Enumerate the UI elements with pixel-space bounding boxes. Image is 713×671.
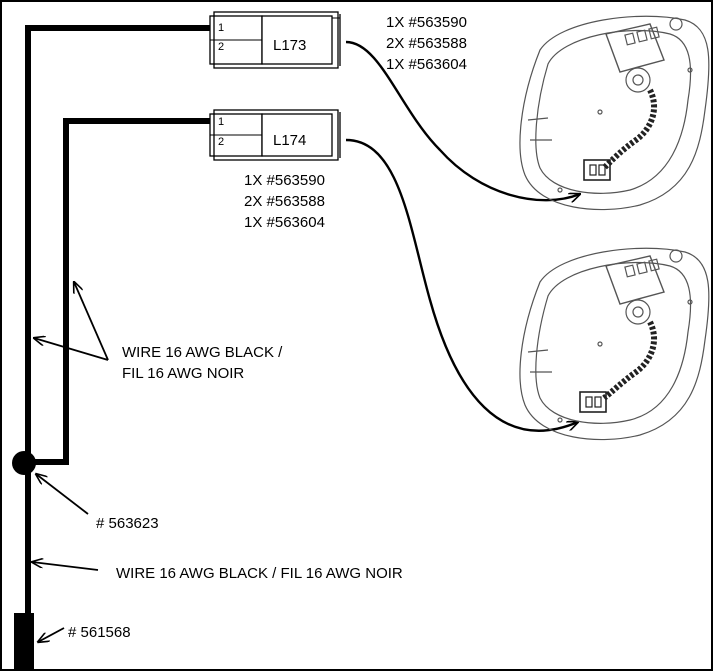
connector-l174: 1 2 L174	[209, 109, 341, 161]
splice-dot	[12, 451, 36, 475]
l173-pin2: 2	[218, 41, 224, 53]
parts-bottom-line2: 2X #563588	[244, 193, 325, 210]
lamp-housing-top	[519, 15, 710, 211]
parts-top-line1: 1X #563590	[386, 14, 467, 31]
l174-pin1: 1	[218, 116, 224, 128]
parts-top-line2: 2X #563588	[386, 35, 467, 52]
callout-arrow-wire-main	[32, 562, 99, 571]
parts-top-line3: 1X #563604	[386, 56, 467, 73]
lead-wire-l174	[345, 138, 578, 432]
connector-l173: 1 2 L173	[209, 11, 341, 69]
parts-bottom-line1: 1X #563590	[244, 172, 325, 189]
terminal-part-number: # 561568	[68, 624, 131, 641]
lead-wire-l173	[345, 40, 580, 200]
callout-arrow-branch-wire	[74, 282, 109, 361]
l174-label: L174	[273, 132, 306, 149]
lamp-housing-bottom	[519, 247, 710, 441]
parts-bottom-line3: 1X #563604	[244, 214, 325, 231]
callout-arrow-terminal	[38, 627, 65, 642]
l174-pin2: 2	[218, 136, 224, 148]
splice-part-number: # 563623	[96, 515, 159, 532]
parts-list-bottom: 1X #563590 2X #563588 1X #563604	[244, 172, 325, 231]
l173-pin1: 1	[218, 22, 224, 34]
wire-pair-label-line2: FIL 16 AWG NOIR	[122, 365, 244, 382]
l173-label: L173	[273, 37, 306, 54]
callout-arrow-splice	[36, 474, 89, 515]
branch-wire	[28, 118, 212, 465]
parts-list-top: 1X #563590 2X #563588 1X #563604	[386, 14, 467, 73]
wire-pair-label-line1: WIRE 16 AWG BLACK /	[122, 344, 283, 361]
callout-arrow-main-wire	[34, 338, 109, 361]
wire-main-label: WIRE 16 AWG BLACK / FIL 16 AWG NOIR	[116, 565, 403, 582]
terminal-block	[14, 613, 34, 671]
